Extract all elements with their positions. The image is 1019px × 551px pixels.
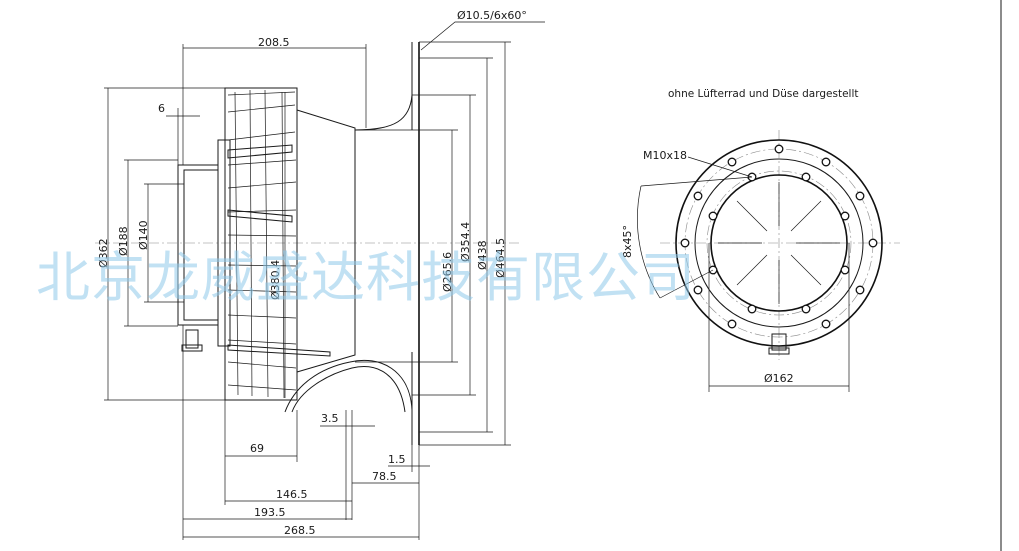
- dim-362: Ø362: [97, 238, 110, 268]
- side-view: 208.5 6 Ø362 Ø188 Ø140 Ø380.4 Ø265.6 Ø35…: [95, 9, 545, 540]
- nozzle-top-curve: [354, 94, 413, 131]
- terminal-nut: [181, 344, 203, 352]
- note-text: ohne Lüfterrad und Düse dargestellt: [668, 88, 859, 100]
- dim-265-6: Ø265.6: [441, 252, 454, 292]
- dim-268-5: 268.5: [284, 524, 316, 537]
- dim-464-5: Ø464.5: [494, 238, 507, 278]
- front-terminal-box: [771, 333, 787, 351]
- front-terminal-nut: [768, 347, 790, 355]
- flange-outer-circle: [675, 139, 883, 347]
- dim-1-5: 1.5: [388, 453, 406, 466]
- holes-leader: [420, 21, 545, 51]
- angle-arc: [637, 185, 661, 299]
- dim-140: Ø140: [137, 220, 150, 250]
- dim-188: Ø188: [117, 226, 130, 256]
- dim-193-5: 193.5: [254, 506, 286, 519]
- dim-6: 6: [158, 102, 165, 115]
- front-view: ohne Lüfterrad und Düse dargestellt: [621, 88, 900, 392]
- dim-380-4: Ø380.4: [269, 260, 282, 300]
- nozzle-bottom-curve: [284, 359, 413, 413]
- dim-78-5: 78.5: [372, 470, 397, 483]
- nozzle-bottom-curve-inner: [291, 366, 406, 413]
- dim-8x45: 8x45°: [621, 225, 634, 258]
- flange-inner-circle: [710, 174, 848, 312]
- flange-mid-circle: [694, 158, 864, 328]
- outer-bolt-holes: [680, 144, 878, 329]
- dim-holes: Ø10.5/6x60°: [457, 9, 527, 22]
- dim-162: Ø162: [764, 372, 794, 385]
- dim-69: 69: [250, 442, 264, 455]
- dim-146-5: 146.5: [276, 488, 308, 501]
- impeller-blades: [227, 89, 331, 399]
- dim-208-5: 208.5: [258, 36, 290, 49]
- inner-pitch-circle: [706, 170, 852, 316]
- dim-m10x18: M10x18: [643, 149, 687, 162]
- impeller-body: [224, 87, 298, 401]
- dim-3-5: 3.5: [321, 412, 339, 425]
- dim-438: Ø438: [476, 240, 489, 270]
- m10-leader: [687, 156, 753, 178]
- watermark-text: 北京龙威盛达科技有限公司: [36, 246, 696, 309]
- dim-354-4: Ø354.4: [459, 222, 472, 262]
- motor-hub-inner: [183, 169, 219, 321]
- terminal-box: [185, 329, 199, 349]
- impeller-shroud: [296, 109, 356, 373]
